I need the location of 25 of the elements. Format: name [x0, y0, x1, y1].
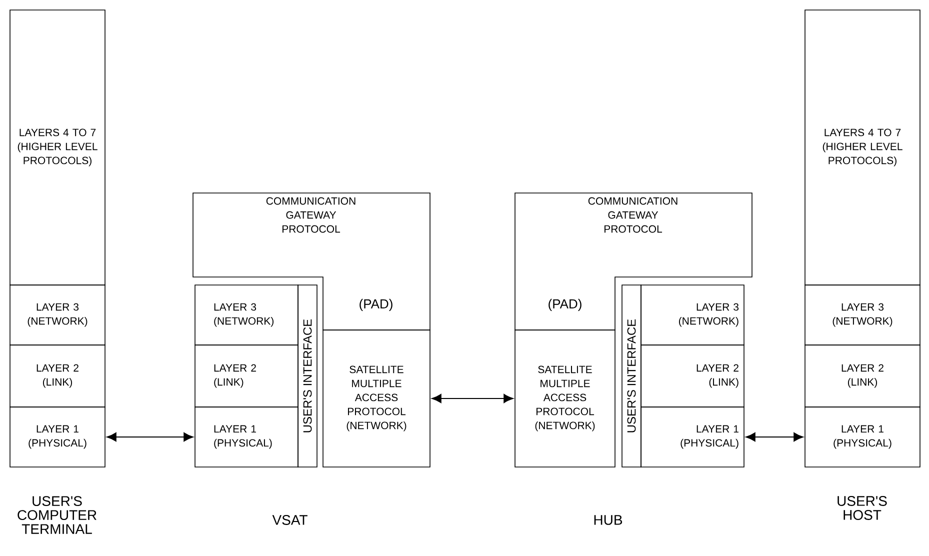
layer-box: LAYER 3 (NETWORK)	[804, 284, 920, 346]
layer-box: LAYER 1 (PHYSICAL)	[10, 406, 106, 468]
layer-box: LAYER 2 (LINK)	[804, 344, 920, 408]
arrow	[746, 432, 804, 442]
layer-box: LAYER 1 (PHYSICAL)	[640, 406, 744, 468]
layer-box: LAYER 2 (LINK)	[10, 344, 106, 408]
layer-box: LAYER 3 (NETWORK)	[10, 284, 106, 346]
interface-strip: USER'S INTERFACE	[298, 284, 318, 468]
arrow	[106, 432, 194, 442]
column-label: USER'S COMPUTER TERMINAL	[18, 496, 96, 534]
layer-box: LAYERS 4 TO 7 (HIGHER LEVEL PROTOCOLS)	[10, 10, 106, 286]
layer-box: LAYER 2 (LINK)	[640, 344, 744, 408]
column-label: USER'S HOST	[838, 496, 887, 520]
layer-box: LAYERS 4 TO 7 (HIGHER LEVEL PROTOCOLS)	[804, 10, 920, 286]
layer-box: LAYER 1 (PHYSICAL)	[194, 406, 298, 468]
column-label: HUB	[594, 515, 622, 525]
layer-box: SATELLITE MULTIPLE ACCESS PROTOCOL (NETWORK)	[322, 330, 430, 468]
layer-box: SATELLITE MULTIPLE ACCESS PROTOCOL (NETWORK)	[514, 330, 616, 468]
column-label: VSAT	[272, 515, 308, 525]
layer-box: LAYER 1 (PHYSICAL)	[804, 406, 920, 468]
arrow	[432, 394, 514, 403]
layer-box: LAYER 3 (NETWORK)	[194, 284, 298, 346]
layer-box: LAYER 3 (NETWORK)	[640, 284, 744, 346]
interface-strip: USER'S INTERFACE	[622, 284, 642, 468]
layer-box: LAYER 2 (LINK)	[194, 344, 298, 408]
